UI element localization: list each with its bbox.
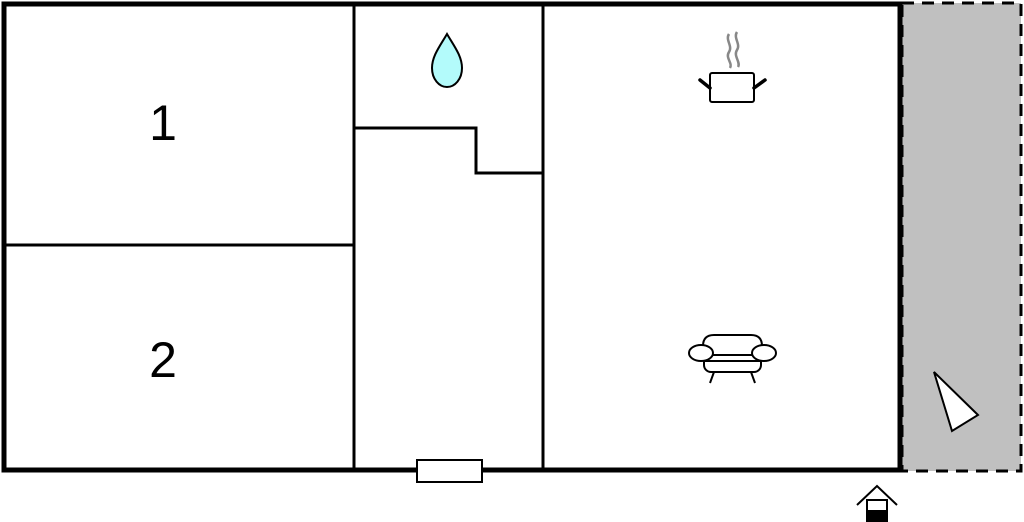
water-drop-icon — [430, 32, 464, 89]
cooking-pot-icon — [698, 31, 767, 103]
window — [416, 459, 483, 483]
compass-triangle-icon — [933, 371, 980, 433]
room-label-1: 1 — [149, 95, 177, 151]
room-label-2: 2 — [149, 332, 177, 388]
entrance-icon — [856, 484, 898, 522]
interior-walls — [4, 4, 545, 470]
sofa-icon — [688, 334, 777, 384]
